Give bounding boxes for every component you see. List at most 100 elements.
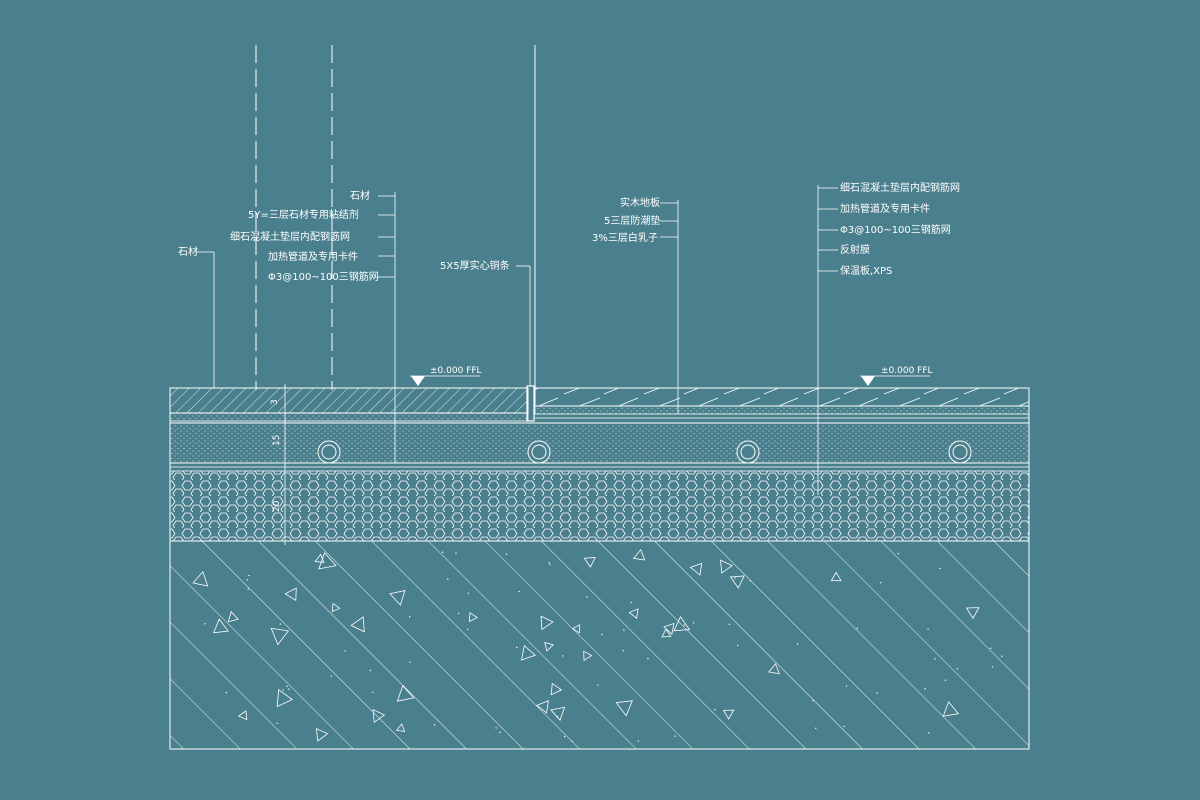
aggregate-speck [204,623,206,625]
label-board: 3%三层白乳子 [592,231,658,244]
aggregate-speck [692,622,695,624]
aggregate-speck [623,629,625,631]
label-wood-floor: 实木地板 [620,196,660,209]
left-leader-lines [378,192,396,463]
aggregate-triangle [942,700,960,717]
copper-strip [526,385,535,422]
aggregate-triangle [615,700,633,717]
aggregate-speck [288,688,290,690]
aggregate-speck [622,650,624,652]
aggregate-triangle [673,616,691,632]
aggregate-speck [586,596,588,598]
aggregate-triangle [571,624,581,634]
aggregate-triangle [318,551,337,570]
aggregate-triangle [583,557,596,568]
structural-slab [169,540,1030,750]
left-stone-leader [196,251,215,388]
aggregate-speck [505,553,508,555]
aggregate-triangle [372,708,386,724]
adhesive-layer [169,412,529,422]
aggregate-speck [447,578,449,580]
aggregate-speck [1001,655,1003,657]
wood-leader-lines [660,200,679,414]
level-text-right: ±0.000 FFL [881,366,933,376]
aggregate-triangle [314,553,325,564]
aggregate-triangle [583,650,593,662]
aggregate-speck [279,623,281,625]
level-text-left: ±0.000 FFL [430,366,482,376]
aggregate-triangle [468,612,479,623]
aggregate-triangle [965,607,980,620]
aggregate-speck [796,643,799,645]
aggregate-triangle [550,682,563,696]
aggregate-speck [879,582,882,584]
aggregate-speck [571,740,573,742]
underlay-layer [534,405,1030,415]
label-underlay: 5三层防潮垫 [604,214,660,227]
insulation-layer [170,471,1029,541]
aggregate-speck [991,666,994,668]
level-marker-right: ±0.000 FFL [860,366,933,386]
aggregate-speck [562,655,564,657]
aggregate-speck [927,628,929,630]
aggregate-speck [518,590,520,593]
copper-strip-leader [516,265,531,386]
dimension-text-3: 20 [272,500,282,512]
label-insulation: 保温板,XPS [840,264,892,277]
label-concrete-mesh-right: 细石混凝土垫层内配钢筋网 [840,181,960,194]
aggregate-speck [934,658,936,660]
label-wire-mesh-right: Φ3@100~100三钢筋网 [840,223,951,236]
label-stone-left: 石材 [178,245,198,258]
label-adhesive: 5Y=三层石材专用粘结剂 [248,208,359,221]
aggregate-speck [876,692,878,694]
aggregate-speck [924,688,926,690]
aggregate-triangle [396,684,415,702]
heating-pipe [317,440,341,464]
aggregate-speck [495,727,497,729]
aggregate-triangle [628,608,639,620]
aggregate-speck [647,657,649,660]
aggregate-triangle [768,662,780,675]
aggregate-triangle [276,689,294,708]
aggregate-triangle [520,644,536,661]
aggregate-triangle [663,622,675,635]
aggregate-speck [728,623,731,626]
aggregate-triangle [722,709,735,720]
aggregate-speck [248,574,250,577]
aggregate-speck [563,735,566,738]
aggregate-speck [956,668,958,670]
concrete-screed-layer [170,425,1029,463]
aggregate-triangle [830,571,842,582]
aggregate-triangle [284,587,297,602]
aggregate-speck [637,740,640,742]
aggregate-speck [714,709,716,711]
aggregate-speck [989,647,992,650]
aggregate-speck [630,601,633,604]
aggregate-speck [597,684,599,686]
aggregate-speck [499,731,501,734]
wood-floor-layer [534,387,1030,407]
aggregate-speck [749,580,752,582]
aggregate-speck [286,685,288,687]
aggregate-triangle [540,615,554,631]
aggregate-triangle [389,590,406,606]
stone-layer [169,387,529,414]
aggregate-speck [225,691,228,694]
aggregate-speck [549,564,551,566]
aggregate-speck [939,567,941,570]
label-heating-pipe-right: 加热管道及专用卡件 [840,202,930,215]
aggregate-triangle [729,575,745,589]
heating-pipe [948,440,972,464]
label-concrete-mesh-left: 细石混凝土垫层内配钢筋网 [230,230,350,243]
heating-pipe [736,440,760,464]
aggregate-speck [683,624,686,626]
aggregate-speck [433,724,436,726]
aggregate-speck [845,685,848,687]
aggregate-speck [246,579,248,581]
aggregate-speck [441,551,444,553]
aggregate-speck [409,661,411,663]
heating-pipe [527,440,551,464]
aggregate-triangle [350,616,365,633]
label-copper-strip: 5X5厚实心铜条 [440,259,510,272]
